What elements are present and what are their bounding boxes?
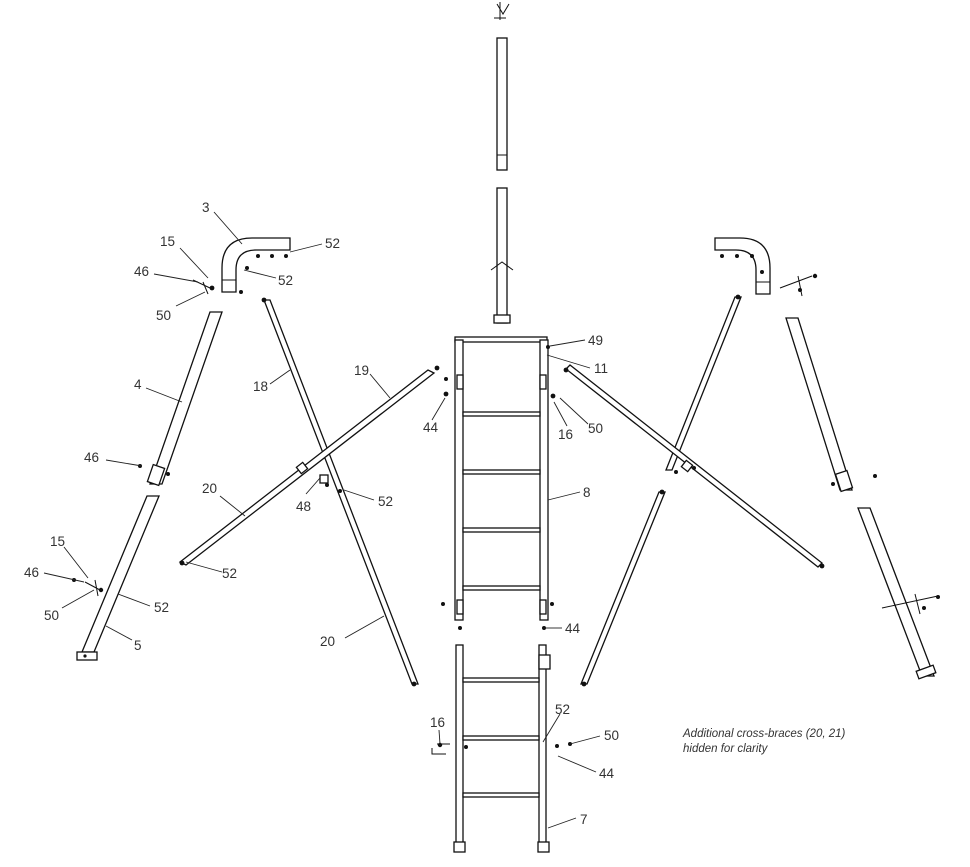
callout-4: 4	[134, 377, 142, 392]
callout-46: 46	[84, 450, 99, 465]
callout-50: 50	[588, 421, 603, 436]
callout-50: 50	[44, 608, 59, 623]
callout-15: 15	[50, 534, 65, 549]
center-post	[490, 2, 514, 324]
callout-52: 52	[278, 273, 293, 288]
callout-16: 16	[430, 715, 445, 730]
note: Additional cross-braces (20, 21) hidden …	[682, 728, 846, 755]
note-line-1: Additional cross-braces (20, 21)	[682, 728, 846, 740]
callout-52: 52	[555, 702, 570, 717]
callout-16: 16	[558, 427, 573, 442]
callout-15: 15	[160, 234, 175, 249]
callout-50: 50	[156, 308, 171, 323]
callout-52: 52	[222, 566, 237, 581]
leader-lines	[43, 211, 601, 829]
callout-46: 46	[134, 264, 149, 279]
callout-44: 44	[423, 420, 439, 435]
note-line-2: hidden for clarity	[683, 743, 769, 755]
left-leg	[72, 311, 223, 661]
upper-ladder	[441, 336, 556, 630]
callout-49: 49	[588, 333, 603, 348]
callout-46: 46	[24, 565, 39, 580]
callout-20: 20	[202, 481, 217, 496]
left-braces	[178, 297, 440, 687]
callout-52: 52	[154, 600, 169, 615]
callout-3: 3	[202, 200, 210, 215]
callout-44: 44	[599, 766, 615, 781]
callout-52: 52	[325, 236, 340, 251]
callout-50: 50	[604, 728, 619, 743]
callout-labels: 3 52 15 46 52 50 4 18 19 49 11 44 16 50 …	[24, 200, 619, 827]
callout-19: 19	[354, 363, 369, 378]
callout-44: 44	[565, 621, 581, 636]
left-elbow-bracket	[192, 237, 291, 295]
lower-ladder	[431, 644, 572, 853]
right-elbow-bracket	[714, 237, 818, 297]
callout-8: 8	[583, 485, 591, 500]
right-braces	[563, 294, 825, 687]
callout-5: 5	[134, 638, 142, 653]
callout-48: 48	[296, 499, 311, 514]
callout-18: 18	[253, 379, 268, 394]
right-leg	[785, 317, 940, 680]
callout-52: 52	[378, 494, 393, 509]
callout-7: 7	[580, 812, 588, 827]
callout-20: 20	[320, 634, 335, 649]
callout-11: 11	[594, 361, 608, 376]
